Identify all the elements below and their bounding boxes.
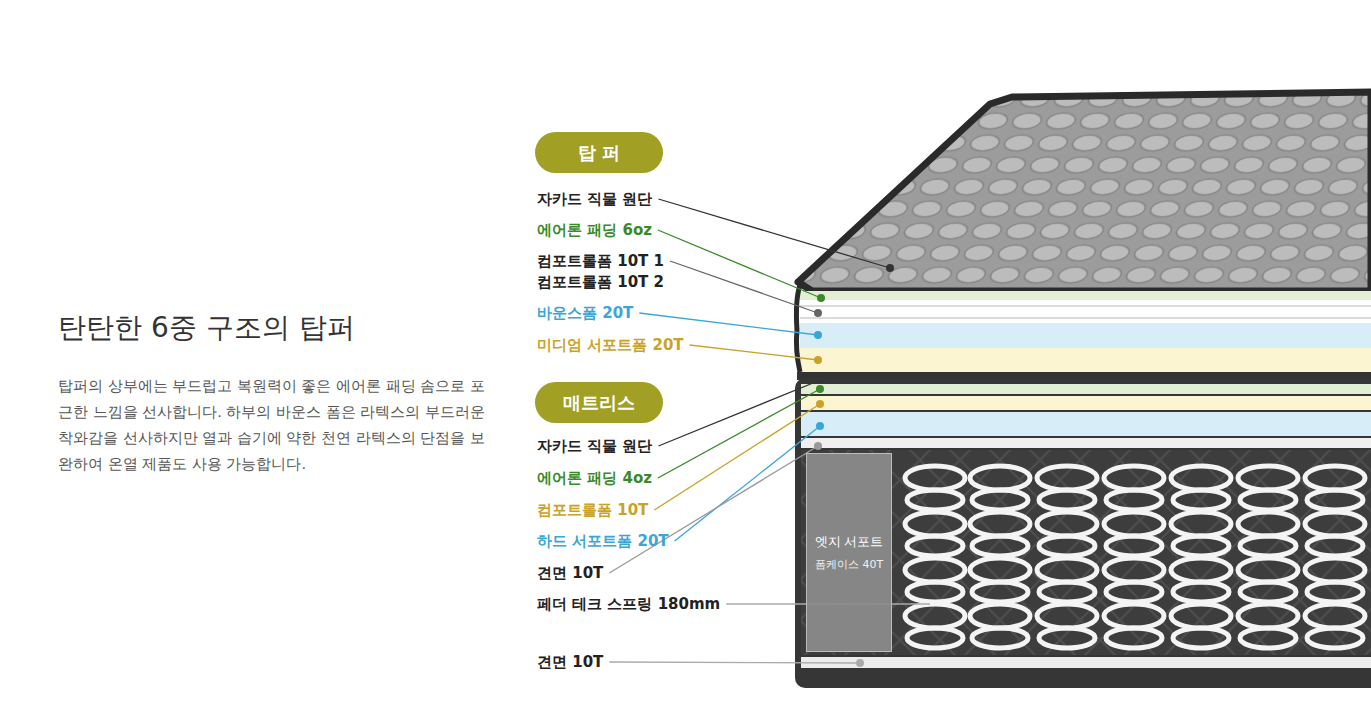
- node-text: 엣지 서포트: [815, 534, 884, 551]
- layer-label: 에어론 패딩 4oz: [537, 468, 652, 488]
- layer-label: 에어론 패딩 6oz: [537, 220, 652, 240]
- node-text: 탑 퍼: [578, 141, 620, 165]
- node-text: 매트리스: [563, 391, 635, 415]
- section-pill: 매트리스: [535, 382, 663, 423]
- layer-label: 자카드 직물 원단: [537, 189, 652, 209]
- section-pill: 탑 퍼: [535, 132, 663, 173]
- description-text: 탑퍼의 상부에는 부드럽고 복원력이 좋은 에어론 패딩 솜으로 포근한 느낌을…: [58, 373, 498, 477]
- layer-label: 바운스폼 20T: [537, 303, 633, 323]
- diagram-title: 탄탄한 6중 구조의 탑퍼: [58, 309, 355, 347]
- layer-label: 하드 서포트폼 20T: [537, 531, 669, 551]
- leader-line: [658, 381, 818, 446]
- leader-line: [658, 199, 890, 268]
- layer-label: 컴포트롤폼 10T 2: [537, 272, 664, 292]
- leader-line: [675, 426, 820, 541]
- leader-line: [609, 662, 860, 663]
- layer-label: 자카드 직물 원단: [537, 436, 652, 456]
- layer-label: 컴포트롤폼 10T: [537, 500, 648, 520]
- leader-line: [639, 313, 818, 335]
- leader-line: [690, 345, 818, 360]
- layer-label: 견면 10T: [537, 563, 603, 583]
- layer-label: 페더 테크 스프링 180mm: [537, 594, 720, 614]
- layer-label: 컴포트롤폼 10T 1: [537, 251, 664, 271]
- leader-line: [670, 261, 818, 313]
- layer-label: 견면 10T: [537, 652, 603, 672]
- leader-line: [654, 404, 820, 510]
- leader-line: [658, 389, 820, 478]
- edge-support-box: 엣지 서포트폼케이스 40T: [806, 453, 892, 652]
- layer-label: 미디엄 서포트폼 20T: [537, 335, 684, 355]
- node-text: 폼케이스 40T: [815, 557, 883, 572]
- leader-line: [658, 230, 821, 298]
